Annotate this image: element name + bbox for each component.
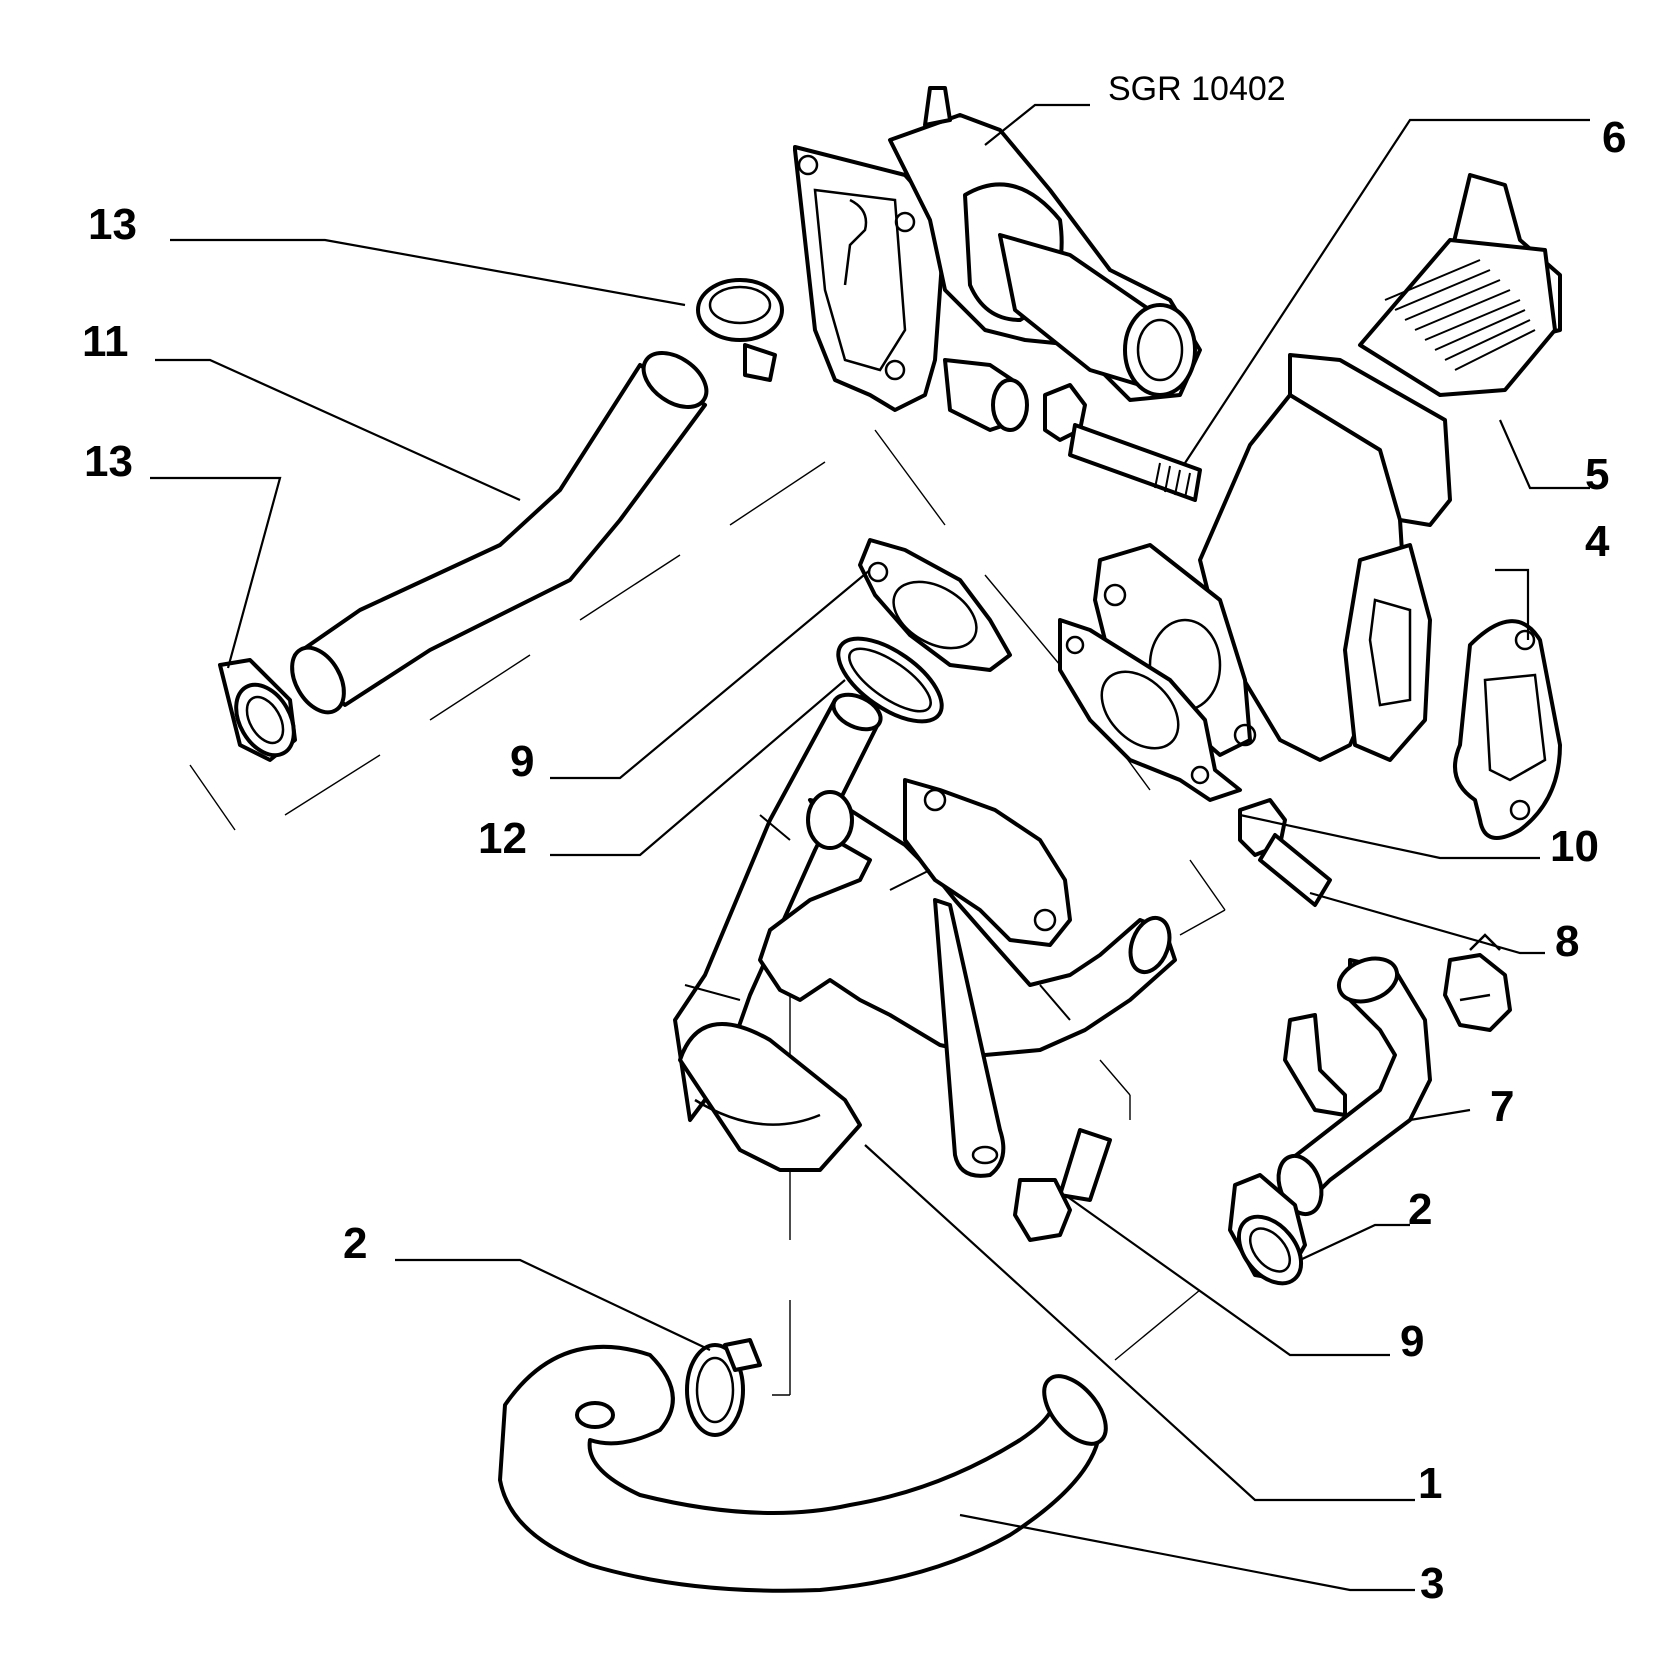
hose-clamp-13-lower [218, 658, 297, 762]
gasket-4 [1453, 619, 1562, 840]
callout-10: 6 [1602, 113, 1627, 162]
pipe-assembly-1 [673, 692, 1177, 1178]
thermostat-housing [793, 86, 1202, 432]
callout-13-upper: 13 [88, 200, 137, 249]
egr-valve [1093, 173, 1562, 762]
bolt-9-upper [1238, 798, 1332, 907]
hose-clamp-2-right [1228, 1173, 1307, 1286]
callout-2-right: 2 [1408, 1185, 1433, 1234]
hose-11 [290, 351, 709, 715]
callout-4: 4 [1585, 517, 1610, 566]
callout-7: 9 [510, 737, 535, 786]
callout-1: 1 [1418, 1459, 1443, 1508]
callout-8: 10 [1550, 822, 1599, 871]
diagram-reference-code: SGR 10402 [1108, 70, 1286, 108]
callout-12: 12 [478, 814, 527, 863]
hose-clamp-13-upper [696, 278, 784, 382]
leader-lines [150, 103, 1590, 1592]
callout-11: 11 [82, 317, 129, 366]
long-bolt [1043, 383, 1202, 502]
callout-13-lower: 13 [84, 437, 133, 486]
hose-clamp-2-left [685, 1338, 762, 1437]
callout-9-lower: 9 [1400, 1317, 1425, 1366]
callout-5: 5 [1585, 450, 1610, 499]
callout-6: 7 [1490, 1082, 1515, 1131]
callout-9-upper: 8 [1555, 917, 1580, 966]
callout-3: 3 [1420, 1559, 1445, 1608]
hose-3 [498, 1344, 1108, 1593]
bolt-9-lower [1013, 1128, 1112, 1242]
elbow-pipe-6 [1276, 933, 1512, 1217]
flange-clamp-7 [858, 538, 1012, 672]
callout-2-left: 2 [343, 1219, 368, 1268]
gasket-8 [1058, 618, 1242, 802]
